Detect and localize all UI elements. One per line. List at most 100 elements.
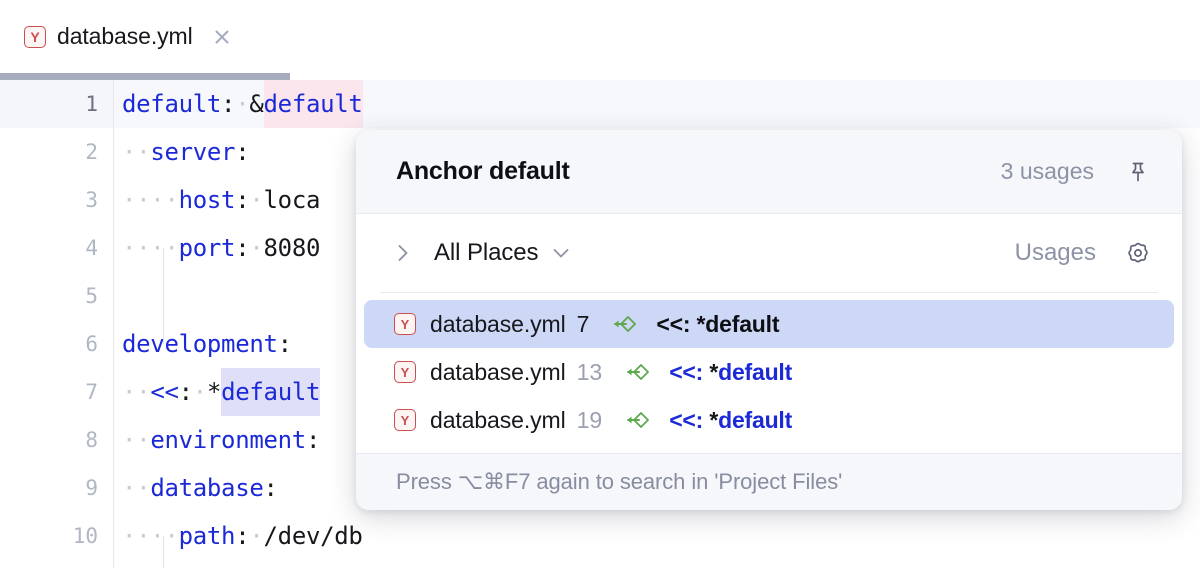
chevron-down-icon[interactable] bbox=[551, 246, 571, 260]
code-token: · bbox=[192, 378, 207, 406]
popup-title: Anchor default bbox=[396, 157, 570, 185]
code-line-content: ····path:·/dev/db bbox=[113, 512, 1200, 560]
usage-snippet-operator: <<: bbox=[669, 406, 704, 433]
read-access-icon bbox=[623, 408, 651, 432]
usage-file-name: database.yml bbox=[430, 358, 566, 385]
code-token: ···· bbox=[122, 234, 179, 262]
code-line-content: ····port:·8080 bbox=[113, 224, 1200, 272]
code-token: default bbox=[263, 80, 363, 128]
code-token: port bbox=[178, 234, 236, 262]
read-access-icon bbox=[623, 360, 651, 384]
code-line-content: ··environment: bbox=[113, 416, 1200, 464]
usage-snippet-star: * bbox=[703, 358, 719, 385]
code-token: 8080 bbox=[263, 234, 321, 262]
code-line-content: default:·&default bbox=[113, 80, 1200, 128]
code-token: loca bbox=[263, 186, 321, 214]
indent-guide bbox=[163, 248, 164, 344]
code-line-content: ··server: bbox=[113, 128, 1200, 176]
tab-title: database.yml bbox=[57, 23, 193, 49]
usage-snippet-star: * bbox=[690, 310, 706, 337]
yaml-file-icon: Y bbox=[394, 409, 416, 431]
line-number: 7 bbox=[0, 368, 113, 416]
code-line-content: development: bbox=[113, 320, 1200, 368]
gutter-separator bbox=[113, 80, 114, 568]
footer-hint-text: Press ⌥⌘F7 again to search in 'Project F… bbox=[396, 469, 843, 494]
code-token: · bbox=[249, 186, 264, 214]
usage-line-number: 13 bbox=[576, 358, 603, 385]
find-usages-popup: Anchor default 3 usages All Places bbox=[356, 130, 1182, 510]
usage-snippet-star: * bbox=[703, 406, 719, 433]
editor-tab-database-yml[interactable]: Y database.yml bbox=[0, 0, 253, 73]
chevron-right-icon[interactable] bbox=[388, 242, 418, 264]
line-number: 5 bbox=[0, 272, 113, 320]
code-line[interactable]: 10····path:·/dev/db bbox=[0, 512, 1200, 560]
code-token: ·· bbox=[122, 474, 151, 502]
usage-snippet-operator: <<: bbox=[656, 310, 691, 337]
line-number: 8 bbox=[0, 416, 113, 464]
popup-toolbar: All Places Usages bbox=[356, 214, 1182, 292]
code-token: host bbox=[178, 186, 236, 214]
usage-line-number: 7 bbox=[576, 310, 590, 337]
code-token: ·· bbox=[122, 138, 151, 166]
code-line[interactable]: 4····port:·8080 bbox=[0, 224, 1200, 272]
code-line[interactable]: 7 ··<<:·*default bbox=[0, 368, 1200, 416]
pin-icon[interactable] bbox=[1120, 154, 1156, 190]
editor-tab-bar: Y database.yml bbox=[0, 0, 1200, 73]
code-token: : bbox=[263, 474, 278, 502]
code-line[interactable]: 2··server: bbox=[0, 128, 1200, 176]
line-number: 2 bbox=[0, 128, 113, 176]
code-token: : bbox=[235, 522, 250, 550]
code-token: * bbox=[206, 378, 222, 406]
code-line[interactable]: 5 bbox=[0, 272, 1200, 320]
close-icon[interactable] bbox=[211, 26, 233, 48]
gear-icon[interactable] bbox=[1120, 235, 1156, 271]
usage-snippet: <<: *default bbox=[669, 359, 792, 386]
code-line[interactable]: 8··environment: bbox=[0, 416, 1200, 464]
scope-selector[interactable]: All Places bbox=[388, 239, 1015, 267]
code-token: · bbox=[235, 90, 250, 118]
code-token: : bbox=[178, 378, 193, 406]
code-token: default bbox=[122, 90, 222, 118]
code-line[interactable]: 9··database: bbox=[0, 464, 1200, 512]
yaml-file-icon: Y bbox=[394, 313, 416, 335]
code-line[interactable]: 3····host:·loca bbox=[0, 176, 1200, 224]
code-line-content: ··database: bbox=[113, 464, 1200, 512]
editor-horizontal-scrollbar[interactable] bbox=[0, 73, 1200, 80]
code-token: : bbox=[305, 426, 321, 454]
code-token: /dev/db bbox=[263, 522, 363, 550]
usage-snippet: <<: *default bbox=[669, 407, 792, 434]
code-token: development bbox=[122, 330, 278, 358]
line-number: 4 bbox=[0, 224, 113, 272]
indent-guide bbox=[163, 536, 164, 568]
code-token: << bbox=[150, 378, 179, 406]
usages-filter-label[interactable]: Usages bbox=[1014, 239, 1096, 266]
usage-snippet-name: default bbox=[718, 358, 793, 385]
results-separator bbox=[380, 292, 1158, 293]
usages-count: 3 usages bbox=[1000, 158, 1094, 184]
code-token: · bbox=[249, 234, 264, 262]
line-number: 6 bbox=[0, 320, 113, 368]
usage-snippet-name: default bbox=[705, 310, 780, 337]
code-token: & bbox=[249, 90, 264, 118]
usage-snippet: <<: *default bbox=[656, 311, 779, 338]
code-token: ·· bbox=[122, 378, 151, 406]
yaml-badge-letter: Y bbox=[400, 316, 410, 332]
code-token: : bbox=[277, 330, 292, 358]
usage-file-name: database.yml bbox=[430, 310, 566, 337]
code-token: : bbox=[235, 186, 250, 214]
yaml-file-icon: Y bbox=[394, 361, 416, 383]
code-token: ···· bbox=[122, 522, 179, 550]
code-token: default bbox=[221, 368, 320, 416]
code-line-content: ····host:·loca bbox=[113, 176, 1200, 224]
popup-header: Anchor default 3 usages bbox=[356, 130, 1182, 214]
code-token: path bbox=[178, 522, 236, 550]
yaml-badge-letter: Y bbox=[400, 412, 410, 428]
scrollbar-thumb[interactable] bbox=[0, 73, 290, 80]
